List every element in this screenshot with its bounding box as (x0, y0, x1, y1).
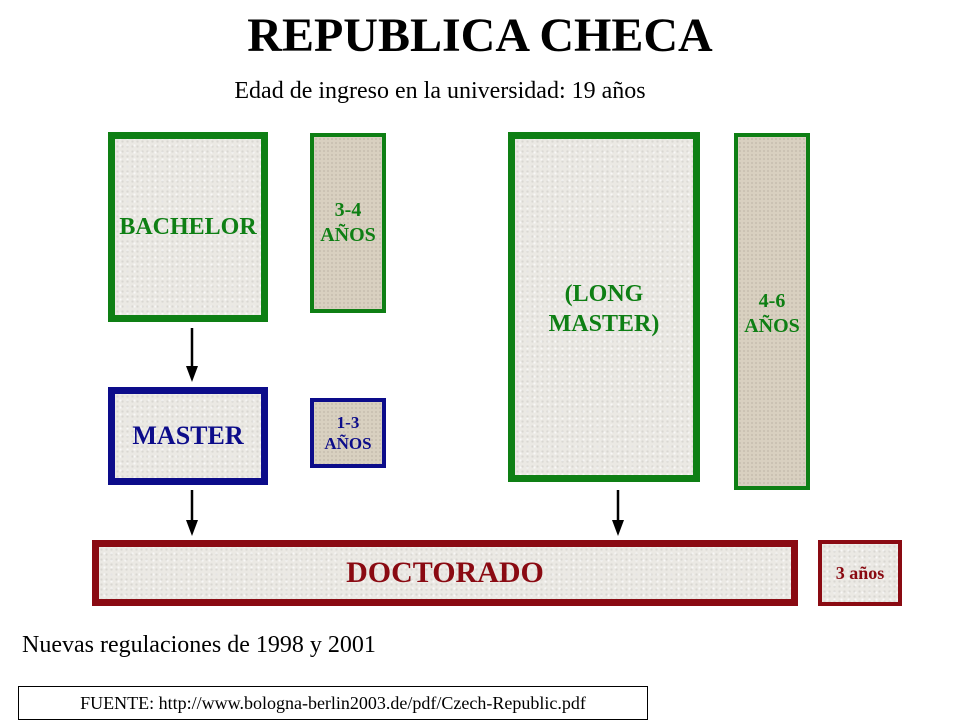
arrow-bachelor-to-master (186, 328, 198, 382)
master-years-label: 1-3 AÑOS (324, 412, 372, 453)
master-years-box: 1-3 AÑOS (310, 398, 386, 468)
doctorado-years-label: 3 años (835, 562, 885, 583)
bachelor-box: BACHELOR (108, 132, 268, 322)
bachelor-label: BACHELOR (119, 214, 257, 240)
arrow-master-to-doctorado (186, 490, 198, 536)
master-box: MASTER (108, 387, 268, 485)
footer-note: Nuevas regulaciones de 1998 y 2001 (22, 632, 376, 658)
source-citation: FUENTE: http://www.bologna-berlin2003.de… (18, 686, 648, 720)
doctorado-label: DOCTORADO (346, 556, 544, 590)
doctorado-box: DOCTORADO (92, 540, 798, 606)
bachelor-years-label: 3-4 AÑOS (320, 199, 376, 246)
arrow-long-master-to-doctorado (612, 490, 624, 536)
page-title: REPUBLICA CHECA (247, 9, 713, 62)
bachelor-years-box: 3-4 AÑOS (310, 133, 386, 313)
doctorado-years-box: 3 años (818, 540, 902, 606)
long-master-box: (LONG MASTER) (508, 132, 700, 482)
source-text: FUENTE: http://www.bologna-berlin2003.de… (80, 692, 586, 713)
long-master-label: (LONG MASTER) (548, 281, 660, 337)
page-subtitle: Edad de ingreso en la universidad: 19 añ… (234, 78, 646, 104)
master-label: MASTER (132, 420, 244, 450)
long-master-years-label: 4-6 AÑOS (744, 289, 800, 337)
long-master-years-box: 4-6 AÑOS (734, 133, 810, 490)
